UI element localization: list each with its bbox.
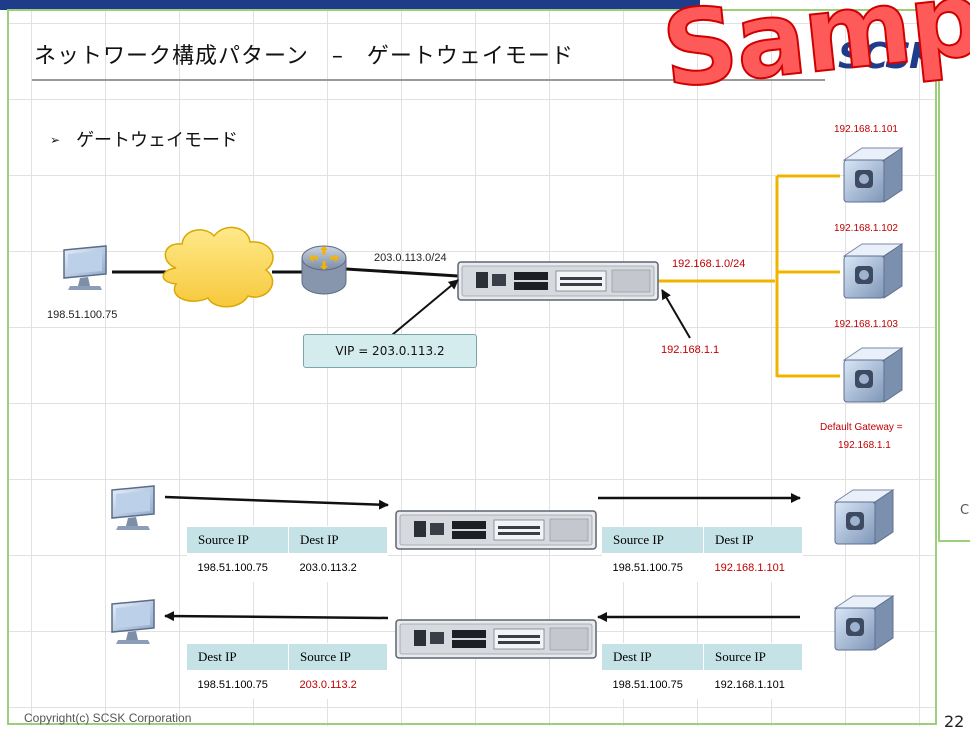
- request-client-monitor-icon: [111, 485, 155, 531]
- bullet-arrow-icon: ➢: [50, 133, 61, 147]
- server-ip-label: 192.168.1.102: [834, 223, 898, 234]
- top-bar: [0, 0, 700, 10]
- table-cell: 198.51.100.75: [186, 553, 289, 582]
- load-balancer-device: [457, 261, 659, 301]
- default-gateway-ip: 192.168.1.1: [838, 440, 891, 451]
- slide-frame: [7, 9, 937, 725]
- default-gateway-label: Default Gateway =: [820, 422, 903, 433]
- table-header: Source IP: [186, 526, 289, 554]
- table-header: Dest IP: [703, 526, 803, 554]
- slide-title: ネットワーク構成パターン – ゲートウェイモード: [34, 44, 574, 69]
- page-number: 22: [944, 712, 965, 731]
- response-client-monitor-icon: [111, 599, 155, 645]
- table-header: Source IP: [601, 526, 704, 554]
- copyright-text: Copyright(c) SCSK Corporation: [24, 711, 192, 725]
- request-server-icon: [834, 489, 894, 545]
- router-icon: [301, 245, 347, 295]
- client-ip-label: 198.51.100.75: [47, 309, 118, 321]
- lan-network-label: 192.168.1.0/24: [672, 258, 746, 270]
- server-1-icon: [843, 147, 903, 203]
- lb-gateway-ip-label: 192.168.1.1: [661, 344, 720, 356]
- title-underline: [32, 79, 825, 81]
- table-cell: 203.0.113.2: [288, 670, 388, 699]
- response-load-balancer: [395, 619, 597, 659]
- server-ip-label: 192.168.1.101: [834, 124, 898, 135]
- side-panel-letter: C: [960, 503, 970, 518]
- table-cell: 192.168.1.101: [703, 553, 803, 582]
- company-logo: SCSK: [838, 36, 937, 77]
- table-cell: 203.0.113.2: [288, 553, 388, 582]
- bullet-heading: ➢ ゲートウェイモード: [50, 126, 238, 152]
- side-panel: [938, 70, 970, 542]
- table-cell: 192.168.1.101: [703, 670, 803, 699]
- vip-box: VIP = 203.0.113.2: [303, 334, 477, 368]
- server-2-icon: [843, 243, 903, 299]
- bullet-text: ゲートウェイモード: [76, 130, 239, 151]
- table-header: Dest IP: [601, 643, 704, 671]
- server-ip-label: 192.168.1.103: [834, 319, 898, 330]
- server-3-icon: [843, 347, 903, 403]
- request-load-balancer: [395, 510, 597, 550]
- table-header: Dest IP: [186, 643, 289, 671]
- wan-network-label: 203.0.113.0/24: [374, 252, 447, 264]
- grid-background: [9, 11, 937, 726]
- internet-cloud-icon: [162, 226, 274, 308]
- table-cell: 198.51.100.75: [601, 670, 704, 699]
- response-server-icon: [834, 595, 894, 651]
- table-header: Source IP: [703, 643, 803, 671]
- table-cell: 198.51.100.75: [601, 553, 704, 582]
- table-cell: 198.51.100.75: [186, 670, 289, 699]
- client-monitor-icon: [63, 245, 107, 291]
- table-header: Source IP: [288, 643, 388, 671]
- table-header: Dest IP: [288, 526, 388, 554]
